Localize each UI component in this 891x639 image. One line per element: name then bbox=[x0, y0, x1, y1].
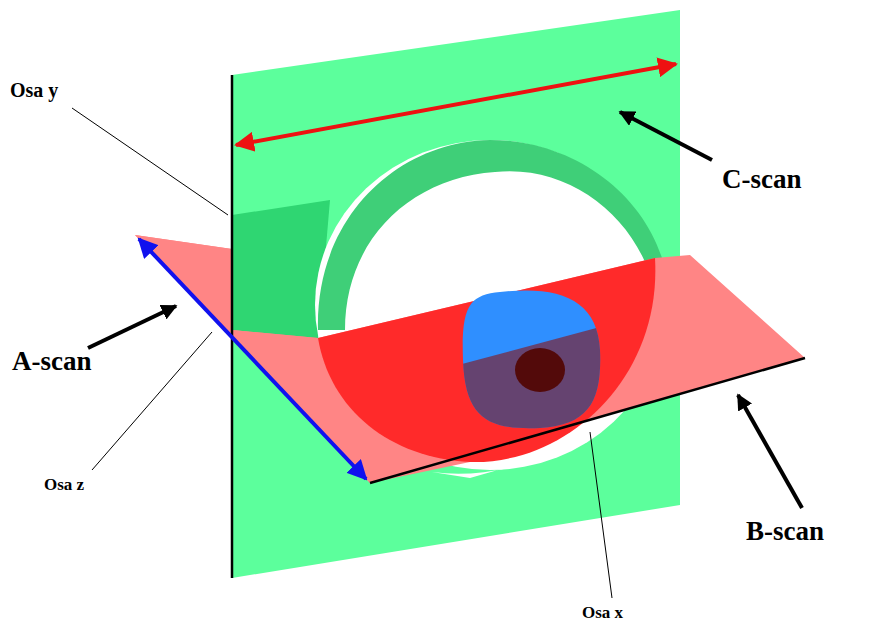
scan-label: B-scan bbox=[746, 518, 824, 545]
axis-label: Osa y bbox=[10, 80, 58, 100]
pointer-arrow bbox=[88, 306, 176, 348]
leader-line bbox=[590, 432, 612, 598]
y-axis bbox=[231, 75, 234, 578]
plane-shade bbox=[232, 200, 330, 340]
pointer-arrow bbox=[620, 112, 712, 160]
a-scan-arrow bbox=[139, 239, 366, 479]
c-scan-plane bbox=[232, 10, 680, 578]
axis-label: Osa z bbox=[44, 476, 84, 493]
axis-label: Osa x bbox=[582, 604, 623, 621]
leader-line bbox=[72, 108, 228, 215]
pointer-arrow bbox=[738, 395, 802, 508]
eyeball-bottom bbox=[432, 452, 560, 478]
b-scan-plane bbox=[135, 235, 805, 483]
scan-label: A-scan bbox=[12, 348, 92, 375]
x-axis bbox=[370, 358, 805, 483]
c-scan-arrow bbox=[236, 64, 676, 145]
scan-label: C-scan bbox=[722, 166, 802, 193]
leader-line bbox=[92, 332, 212, 470]
